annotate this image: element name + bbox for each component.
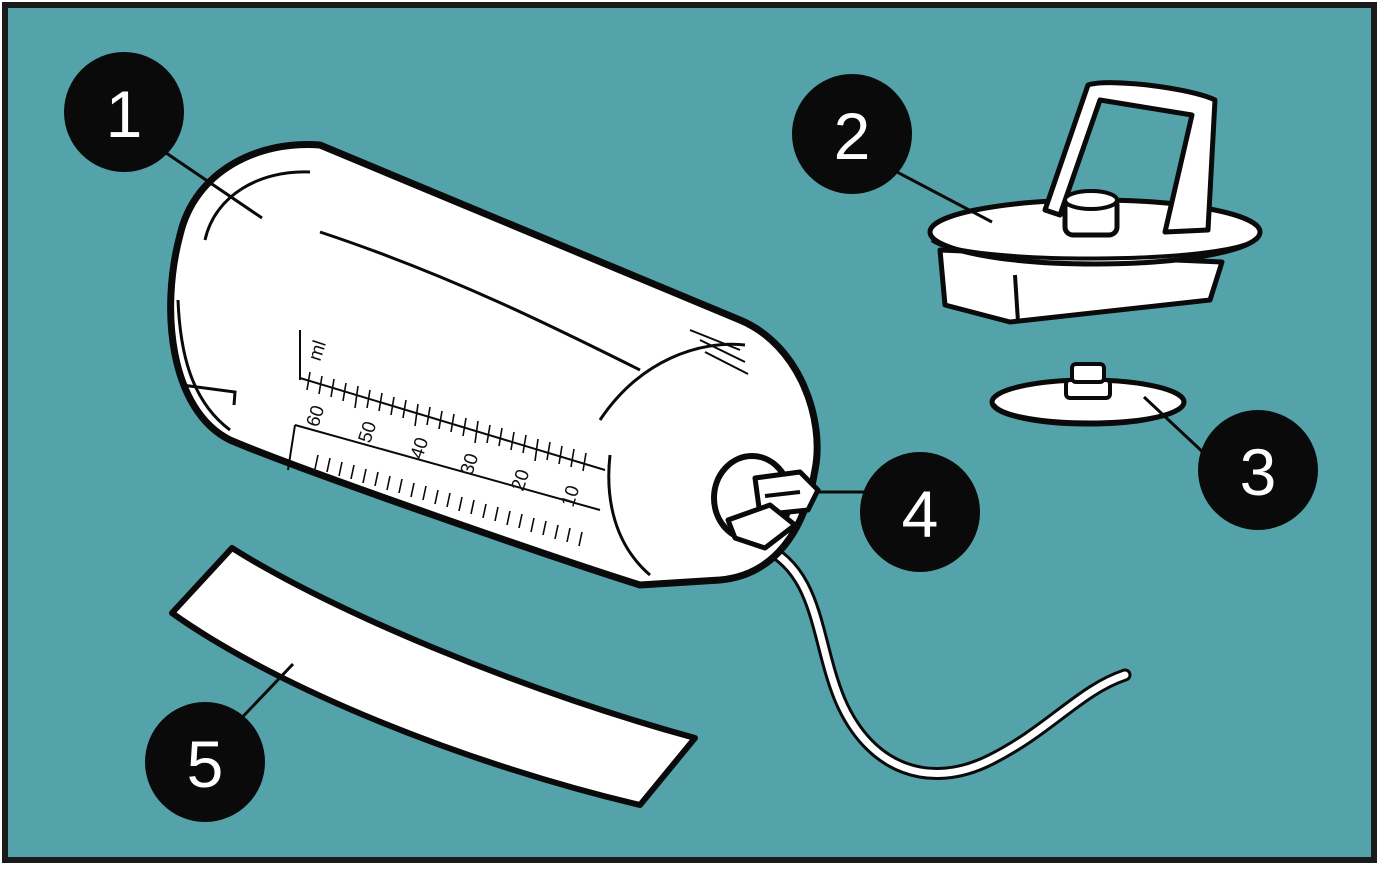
callout-1: 1 [64,52,184,172]
callout-number: 3 [1240,435,1277,509]
callout-number: 2 [834,99,871,173]
callout-2: 2 [792,74,912,194]
callout-number: 5 [187,727,224,801]
callout-4: 4 [860,452,980,572]
callout-number: 1 [106,77,143,151]
callout-3: 3 [1198,410,1318,530]
callout-5: 5 [145,702,265,822]
callout-number: 4 [902,477,939,551]
